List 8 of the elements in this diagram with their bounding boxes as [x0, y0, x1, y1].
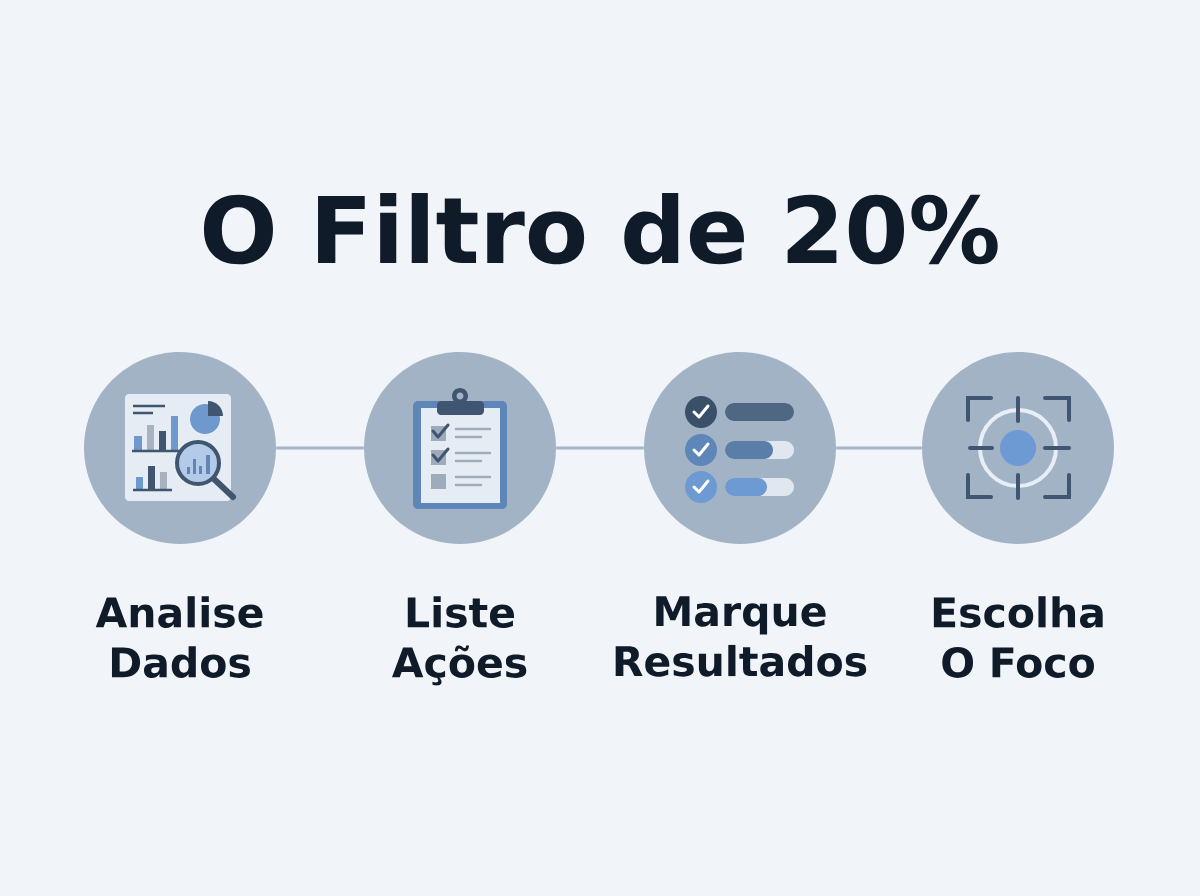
connector-line [556, 446, 644, 450]
step-label: Marque Resultados [615, 596, 867, 677]
connector-line [836, 446, 922, 450]
step-label: Escolha O Foco [933, 596, 1103, 678]
step-label: Liste Ações [392, 596, 527, 686]
step-label: Analise Dados [95, 596, 263, 678]
connector-line [276, 446, 364, 450]
title: O Filtro de 20% [203, 193, 998, 265]
